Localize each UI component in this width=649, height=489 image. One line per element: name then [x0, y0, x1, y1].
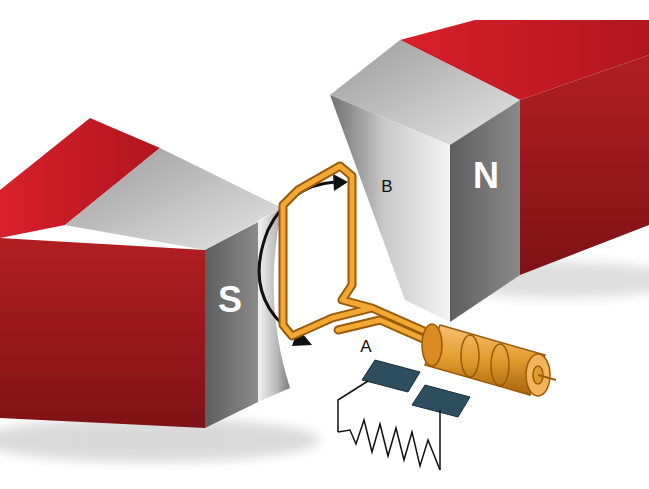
resistor-symbol — [338, 420, 440, 470]
coil-loop — [283, 166, 448, 350]
rotation-arrow — [259, 182, 335, 338]
brush — [412, 385, 470, 417]
pole-letter: N — [473, 158, 499, 194]
magnet-front — [0, 238, 205, 428]
magnet-front — [520, 55, 649, 275]
wire — [439, 410, 441, 470]
slip-rings — [422, 324, 556, 396]
point-label: B — [381, 178, 392, 195]
pole-face — [205, 222, 258, 428]
wire — [338, 381, 368, 432]
brush — [362, 360, 420, 392]
point-label: A — [360, 338, 371, 355]
pole-face — [450, 100, 520, 322]
pole-letter: S — [218, 282, 242, 318]
